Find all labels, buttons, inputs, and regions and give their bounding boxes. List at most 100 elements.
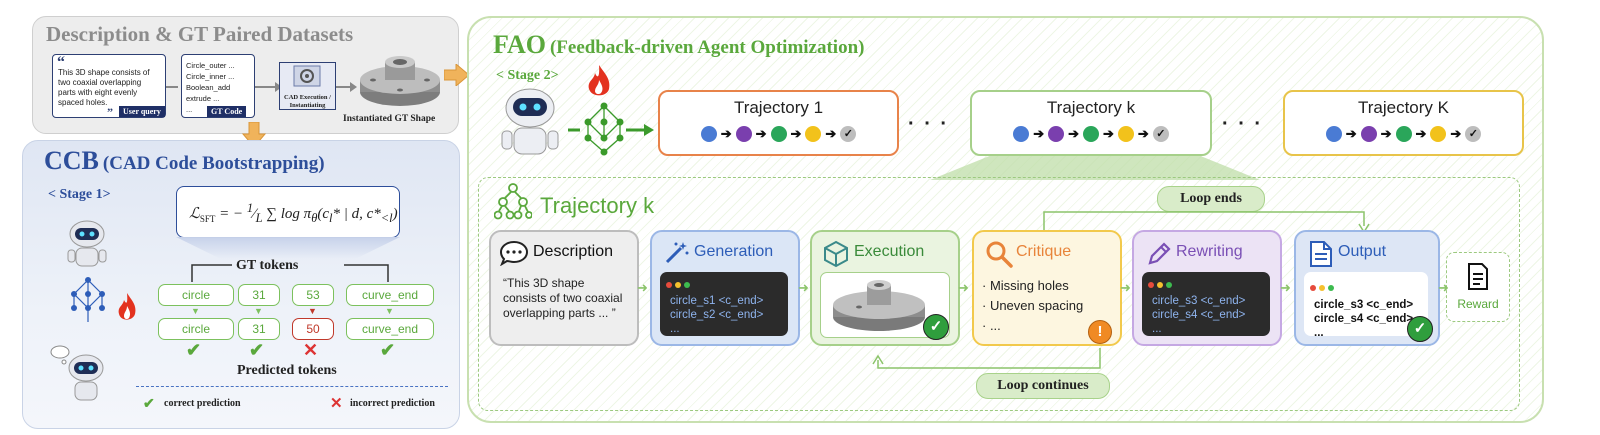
step-arrow: ➔	[1450, 126, 1462, 141]
predicted-token: 31	[238, 318, 280, 340]
step-arrow: ➔	[720, 126, 732, 141]
step-dot	[1395, 126, 1412, 142]
critique-item: · ...	[982, 318, 1001, 333]
code-line: ...	[1314, 327, 1324, 339]
predicted-token: 50	[292, 318, 334, 340]
gt-tokens-bracket	[191, 264, 389, 282]
step-dot	[1430, 126, 1447, 142]
step-arrow: ➔	[1068, 126, 1079, 141]
arrow	[166, 86, 178, 88]
token-arrow: ▼	[385, 306, 394, 316]
warning-icon: !	[1088, 320, 1112, 344]
stage-critique: Critique · Missing holes· Uneven spacing…	[972, 230, 1122, 346]
code-line: circle_s4 <c_end>	[1314, 313, 1414, 325]
step-arrow: ➔	[1103, 126, 1114, 141]
gear-icon	[293, 65, 321, 87]
step-dot	[1048, 126, 1065, 142]
trajectory-card: Trajectory K➔➔➔➔✓	[1283, 90, 1524, 156]
gt-code-line: Circle_outer ...	[186, 61, 235, 70]
step-dot	[1360, 126, 1377, 142]
check-icon: ✔	[143, 395, 155, 411]
gt-code-line: Circle_inner ...	[186, 72, 235, 81]
predicted-token: curve_end	[346, 318, 434, 340]
step-dot	[1325, 126, 1342, 142]
flow-arrow: ➜	[798, 280, 809, 295]
step-arrow: ➔	[1033, 126, 1045, 141]
cube-icon	[824, 240, 848, 268]
sft-loss-formula: ℒSFT = − 1⁄L ∑ log πθ(cl* | d, c*<l)	[176, 186, 400, 238]
loop-continues-pill: Loop continues	[976, 373, 1110, 399]
ellipsis: · · ·	[1222, 113, 1264, 135]
output-label: Output	[1338, 243, 1387, 260]
flow-arrow: ➜	[1120, 280, 1131, 295]
scroll-icon	[1468, 263, 1488, 290]
tree-icon	[494, 183, 532, 220]
cad-exec-label: CAD Execution / Instantiating	[284, 94, 331, 109]
code-line: circle_s1 <c_end>	[670, 295, 764, 307]
token-arrow: ▼	[254, 306, 263, 316]
document-icon	[1310, 241, 1332, 267]
description-label: Description	[533, 243, 614, 260]
ccb-title: CCB (CAD Code Bootstrapping)	[44, 146, 325, 175]
neural-network-icon	[71, 277, 105, 322]
generation-label: Generation	[694, 243, 774, 260]
loop-continues-arrow	[872, 348, 1101, 369]
step-arrow: ➔	[1137, 126, 1149, 141]
rewriting-label: Rewriting	[1176, 243, 1243, 260]
magic-wand-icon	[665, 242, 689, 264]
flow-arrow: ➜	[637, 280, 648, 295]
user-query-text: This 3D shape consists of two coaxial ov…	[58, 68, 150, 107]
robot-icon	[501, 88, 559, 155]
reward-label: Reward	[1457, 297, 1499, 311]
legend-incorrect: incorrect prediction	[350, 398, 435, 409]
gt-code-line: extrude ...	[186, 94, 220, 103]
neural-network-icon	[568, 102, 654, 156]
code-line: circle_s2 <c_end>	[670, 309, 764, 321]
description-text: “This 3D shape consists of two coaxial o…	[503, 276, 623, 320]
step-arrow: ➔	[1380, 126, 1392, 141]
code-line: ...	[670, 323, 680, 335]
magnifier-icon	[986, 241, 1013, 268]
check-icon: ✔	[249, 340, 265, 360]
gt-code-tag: GT Code	[207, 106, 247, 117]
gt-code-line: Boolean_add	[186, 83, 231, 92]
gt-code-line: ...	[186, 105, 193, 114]
step-dot	[805, 126, 822, 142]
step-dot	[700, 126, 717, 142]
cad-shape-image	[833, 280, 925, 331]
thinking-robot-icon	[50, 345, 104, 401]
user-query-tag: User query	[119, 106, 165, 117]
execution-label: Execution	[854, 243, 925, 260]
fao-title: FAO (Feedback-driven Agent Optimization)	[493, 30, 865, 59]
step-arrow: ➔	[825, 126, 837, 141]
gt-token: 53	[292, 284, 334, 306]
legend-correct: correct prediction	[164, 398, 241, 409]
stage2-label: < Stage 2>	[496, 68, 559, 83]
check-icon: ✔	[186, 340, 202, 360]
orange-right-arrow	[444, 64, 470, 86]
fire-icon	[118, 293, 136, 320]
loop-ends-arrow	[1043, 211, 1370, 232]
step-dot	[735, 126, 752, 142]
trajectory-card: Trajectory k➔➔➔➔✓	[970, 90, 1212, 156]
dataset-panel-title: Description & GT Paired Datasets	[46, 22, 354, 46]
trajectory-card: Trajectory 1➔➔➔➔✓	[658, 90, 899, 156]
check-icon: ✔	[380, 340, 396, 360]
check-icon: ✓	[1407, 316, 1433, 342]
user-query-card: “ This 3D shape consists of two coaxial …	[52, 54, 166, 118]
gt-shape-label: Instantiated GT Shape	[343, 114, 436, 124]
stage-execution: Execution ✓	[810, 230, 960, 346]
step-dot	[1083, 126, 1099, 142]
cad-exec-box: CAD Execution / Instantiating	[279, 62, 336, 110]
step-arrow: ➔	[790, 126, 802, 141]
stage-rewriting: Rewriting circle_s3 <c_end> circle_s4 <c_…	[1132, 230, 1282, 346]
code-line: circle_s4 <c_end>	[1152, 309, 1246, 321]
cross-icon: ✕	[330, 395, 343, 412]
fire-icon	[588, 65, 610, 96]
flow-arrow: ➜	[958, 280, 969, 295]
step-arrow: ➔	[755, 126, 767, 141]
gt-token: 31	[238, 284, 280, 306]
token-arrow: ▼	[191, 306, 200, 316]
trajectory-label: Trajectory 1	[733, 98, 824, 117]
code-line: circle_s3 <c_end>	[1152, 295, 1246, 307]
